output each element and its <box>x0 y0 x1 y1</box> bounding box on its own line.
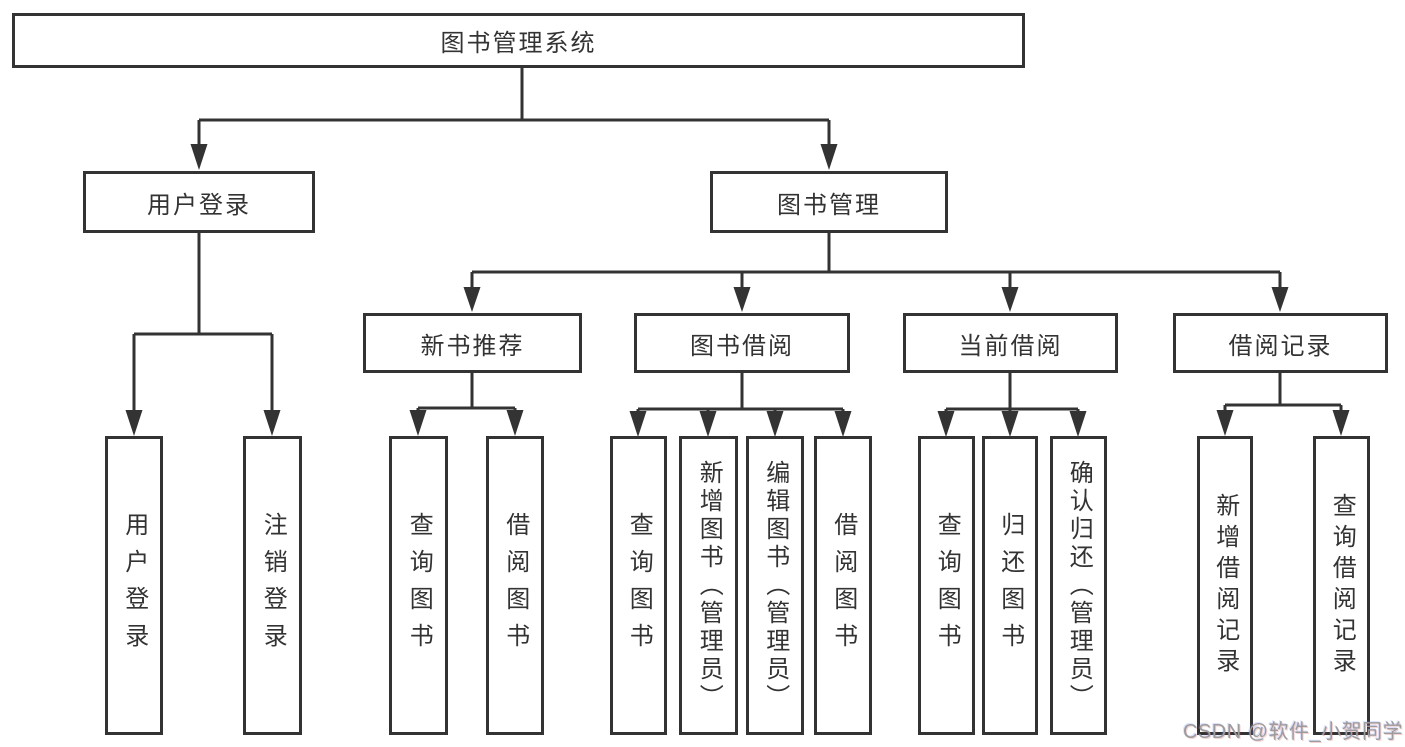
leaf-add-books-admin: 新增图书（管理员） <box>679 436 738 735</box>
leaf-logout: 注销登录 <box>243 436 302 735</box>
node-current-borrowing: 当前借阅 <box>903 313 1118 373</box>
node-label: 当前借阅 <box>958 332 1063 360</box>
node-library-management-system: 图书管理系统 <box>12 13 1025 68</box>
node-borrowing-records: 借阅记录 <box>1173 313 1388 373</box>
node-book-management: 图书管理 <box>710 171 948 233</box>
node-label: 图书管理系统 <box>440 30 597 57</box>
leaf-query-borrow-record: 查询借阅记录 <box>1313 436 1370 735</box>
leaf-user-login: 用户登录 <box>105 436 163 735</box>
node-book-borrowing: 图书借阅 <box>634 313 850 373</box>
node-user-login-group: 用户登录 <box>83 171 315 233</box>
node-label: 图书管理 <box>777 191 881 219</box>
node-label: 用户登录 <box>147 191 251 219</box>
leaf-query-books-borrowing: 查询图书 <box>610 436 667 735</box>
node-new-book-recommend: 新书推荐 <box>363 313 582 373</box>
leaf-return-books: 归还图书 <box>982 436 1038 735</box>
leaf-query-books-current: 查询图书 <box>918 436 975 735</box>
node-label: 借阅记录 <box>1228 332 1333 360</box>
leaf-query-books-recommend: 查询图书 <box>389 436 448 735</box>
leaf-borrow-books-recommend: 借阅图书 <box>486 436 544 735</box>
leaf-edit-books-admin: 编辑图书（管理员） <box>746 436 804 735</box>
leaf-confirm-return-admin: 确认归还（管理员） <box>1050 436 1107 735</box>
watermark: CSDN @软件_小贺同学 <box>1183 721 1404 743</box>
node-label: 新书推荐 <box>420 332 525 360</box>
node-label: 图书借阅 <box>690 332 794 360</box>
leaf-add-borrow-record: 新增借阅记录 <box>1197 436 1253 735</box>
leaf-borrow-books: 借阅图书 <box>814 436 872 735</box>
